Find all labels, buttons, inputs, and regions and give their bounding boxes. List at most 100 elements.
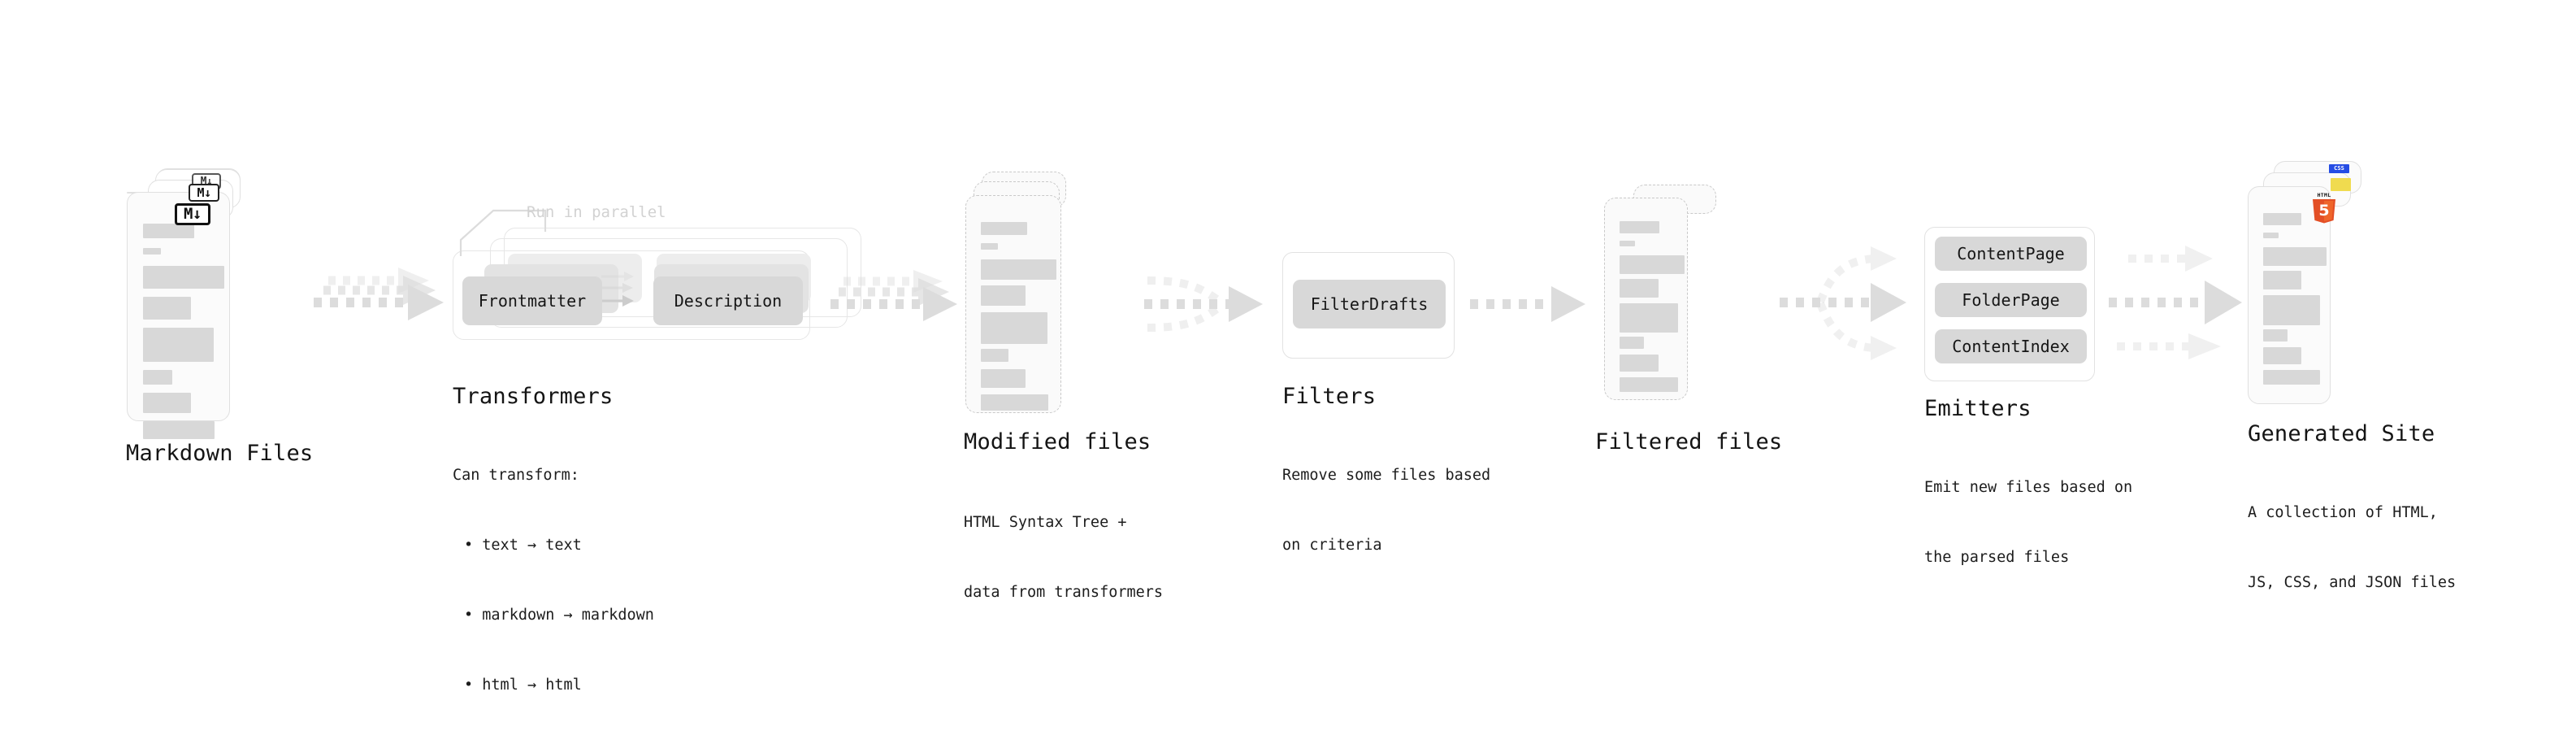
- transformer-node-label: Frontmatter: [478, 291, 587, 311]
- skeleton-bar: [143, 266, 224, 289]
- arrow-top: [2128, 246, 2213, 272]
- javascript-icon: [2331, 178, 2351, 191]
- split-branch-bottom: [1816, 302, 1897, 360]
- caption-line: A collection of HTML,: [2248, 504, 2438, 522]
- filtered-card-main: [1604, 198, 1688, 400]
- transformers-bullet: • text → text: [464, 537, 582, 555]
- stage-title-filtered-files: Filtered files: [1595, 429, 1783, 455]
- merge-branch-main: [1144, 286, 1263, 322]
- skeleton-bar: [1620, 279, 1659, 298]
- split-branch-main: [1780, 283, 1906, 322]
- stage-title-markdown-files: Markdown Files: [126, 441, 314, 466]
- emitter-node-folderpage[interactable]: FolderPage: [1935, 283, 2087, 317]
- html5-icon-wordmark: HTML: [2318, 192, 2331, 198]
- skeleton-bar: [1620, 377, 1678, 392]
- stage-title-modified-files: Modified files: [964, 429, 1151, 455]
- skeleton-bar: [1620, 241, 1635, 246]
- run-in-parallel-bracket: [459, 209, 547, 256]
- skeleton-bar: [981, 349, 1008, 362]
- arrow-transformers-to-modified: [830, 270, 957, 321]
- inner-arrow-ghost-mid: [598, 283, 633, 293]
- skeleton-bar: [1620, 337, 1644, 349]
- emitter-node-contentpage[interactable]: ContentPage: [1935, 237, 2087, 271]
- skeleton-bar: [981, 243, 998, 250]
- skeleton-bar: [2263, 233, 2279, 238]
- run-in-parallel-label: Run in parallel: [527, 203, 666, 221]
- merge-branch-bottom: [1147, 302, 1225, 332]
- skeleton-bar: [1620, 355, 1659, 372]
- transformer-inner-arrows: [593, 272, 634, 307]
- transformers-caption-heading: Can transform:: [453, 467, 579, 485]
- skeleton-bar: [981, 312, 1047, 344]
- stage-title-generated-site: Generated Site: [2248, 421, 2435, 446]
- inner-arrow-ghost-back: [601, 272, 634, 281]
- skeleton-bar: [2263, 247, 2327, 266]
- markdown-icon-arrow: ↓: [204, 185, 211, 200]
- emitter-node-label: ContentPage: [1957, 244, 2065, 263]
- arrow-emitters-to-generated-site: [2109, 246, 2242, 359]
- transformers-caption: Can transform: • text → text • markdown …: [453, 418, 654, 744]
- stage-title-transformers: Transformers: [453, 384, 614, 409]
- html5-icon-digit: 5: [2318, 202, 2329, 220]
- caption-line: Remove some files based: [1282, 467, 1491, 485]
- generated-site-caption: A collection of HTML, JS, CSS, and JSON …: [2248, 455, 2456, 642]
- arrow-main: [314, 285, 444, 320]
- filter-node-filterdrafts[interactable]: FilterDrafts: [1293, 280, 1446, 328]
- skeleton-bar: [143, 393, 191, 413]
- skeleton-bar: [981, 259, 1056, 280]
- caption-line: JS, CSS, and JSON files: [2248, 574, 2457, 592]
- markdown-icon: M↓: [175, 203, 210, 225]
- skeleton-bar: [143, 370, 172, 385]
- markdown-icon-arrow: ↓: [193, 205, 202, 223]
- skeleton-bar: [143, 328, 214, 362]
- skeleton-bar: [2263, 271, 2301, 289]
- skeleton-bar: [2263, 213, 2301, 225]
- stage-title-emitters: Emitters: [1924, 396, 2032, 421]
- transformers-bullet: • html → html: [464, 677, 582, 694]
- skeleton-bar: [981, 394, 1048, 411]
- html5-icon: HTML 5: [2310, 191, 2338, 224]
- transformers-bullet: • markdown → markdown: [464, 607, 654, 624]
- arrow-filters-to-filtered: [1470, 286, 1585, 322]
- arrow-bottom: [2117, 333, 2221, 359]
- emitter-node-label: ContentIndex: [1952, 337, 2070, 356]
- split-branch-top: [1816, 246, 1897, 303]
- caption-line: data from transformers: [964, 584, 1164, 602]
- transformer-node-description[interactable]: Description: [653, 276, 803, 325]
- markdown-card-main: [127, 192, 230, 439]
- markdown-icon-letter: M: [200, 175, 207, 188]
- emitter-node-contentindex[interactable]: ContentIndex: [1935, 329, 2087, 363]
- caption-line: HTML Syntax Tree +: [964, 514, 1127, 532]
- filter-node-label: FilterDrafts: [1310, 294, 1429, 314]
- css3-icon-label: CSS: [2334, 165, 2344, 172]
- skeleton-bar: [2263, 329, 2288, 342]
- css3-icon: CSS: [2329, 164, 2349, 173]
- skeleton-bar: [2263, 370, 2320, 385]
- arrow-main: [830, 287, 957, 321]
- caption-line: Emit new files based on: [1924, 479, 2133, 497]
- arrow-filtered-to-emitters-split: [1780, 246, 1906, 360]
- arrow-main: [1470, 286, 1585, 322]
- skeleton-bar: [981, 222, 1027, 235]
- caption-line: the parsed files: [1924, 549, 2070, 567]
- skeleton-bar: [2263, 347, 2301, 364]
- skeleton-bar: [1620, 255, 1685, 274]
- markdown-icon-letter: M: [197, 185, 204, 200]
- modified-files-caption: HTML Syntax Tree + data from transformer…: [964, 465, 1163, 651]
- transformer-node-label: Description: [674, 291, 783, 311]
- transformer-node-frontmatter[interactable]: Frontmatter: [462, 276, 602, 325]
- merge-branch-top: [1147, 276, 1225, 307]
- markdown-icon-arrow: ↓: [206, 175, 213, 188]
- skeleton-bar: [1620, 221, 1659, 233]
- skeleton-bar: [143, 224, 194, 238]
- skeleton-bar: [981, 285, 1026, 306]
- markdown-icon-letter: M: [184, 205, 193, 223]
- skeleton-bar: [143, 421, 215, 439]
- skeleton-bar: [2263, 295, 2320, 325]
- skeleton-bar: [143, 248, 161, 255]
- skeleton-bar: [143, 297, 191, 320]
- filters-caption: Remove some files based on criteria: [1282, 418, 1490, 604]
- skeleton-bar: [1620, 303, 1678, 333]
- generated-card-main: [2248, 186, 2331, 404]
- skeleton-bar: [981, 369, 1026, 388]
